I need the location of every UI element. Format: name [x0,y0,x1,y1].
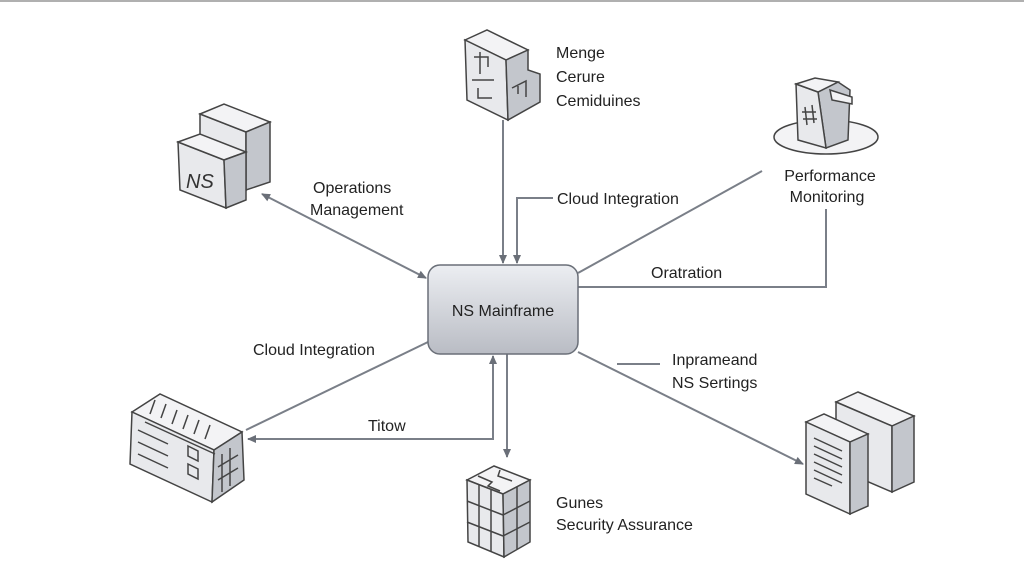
operations-line-2: Management [310,202,404,219]
settings-line-1: Inprameand [672,352,757,369]
center-label: NS Mainframe [452,303,554,320]
server-on-platform-icon [773,77,879,155]
edge-label-oratration: Oratration [651,265,722,282]
server-rack-icon [804,391,916,516]
top-node-line-2: Cerure [556,69,605,86]
settings-line-2: NS Sertings [672,375,757,392]
performance-line-1: Performance [784,168,876,185]
edge-performance [577,170,763,274]
edge-cloud-integration-top [513,197,553,264]
security-line-2: Security Assurance [556,517,693,534]
building-icon [463,29,541,122]
top-node-line-1: Menge [556,45,605,62]
edge-oratration [578,209,827,288]
edge-operations [261,193,427,279]
ns-logo: NS [186,171,214,193]
cube-block-icon [465,465,532,559]
edge-settings [577,351,804,465]
security-line-1: Gunes [556,495,603,512]
center-node[interactable]: NS Mainframe [427,264,579,355]
edge-titow [247,355,497,443]
ns-server-icon: NS [175,103,273,210]
performance-line-2: Monitoring [790,189,865,206]
edge-label-titow: Titow [368,418,406,435]
operations-line-1: Operations [313,180,391,197]
top-node-line-3: Cemiduines [556,93,640,110]
edges [245,120,827,465]
edge-label-cloud-integration-top: Cloud Integration [557,191,679,208]
office-building-icon [129,393,245,504]
edge-label-cloud-integration-left: Cloud Integration [253,342,375,359]
